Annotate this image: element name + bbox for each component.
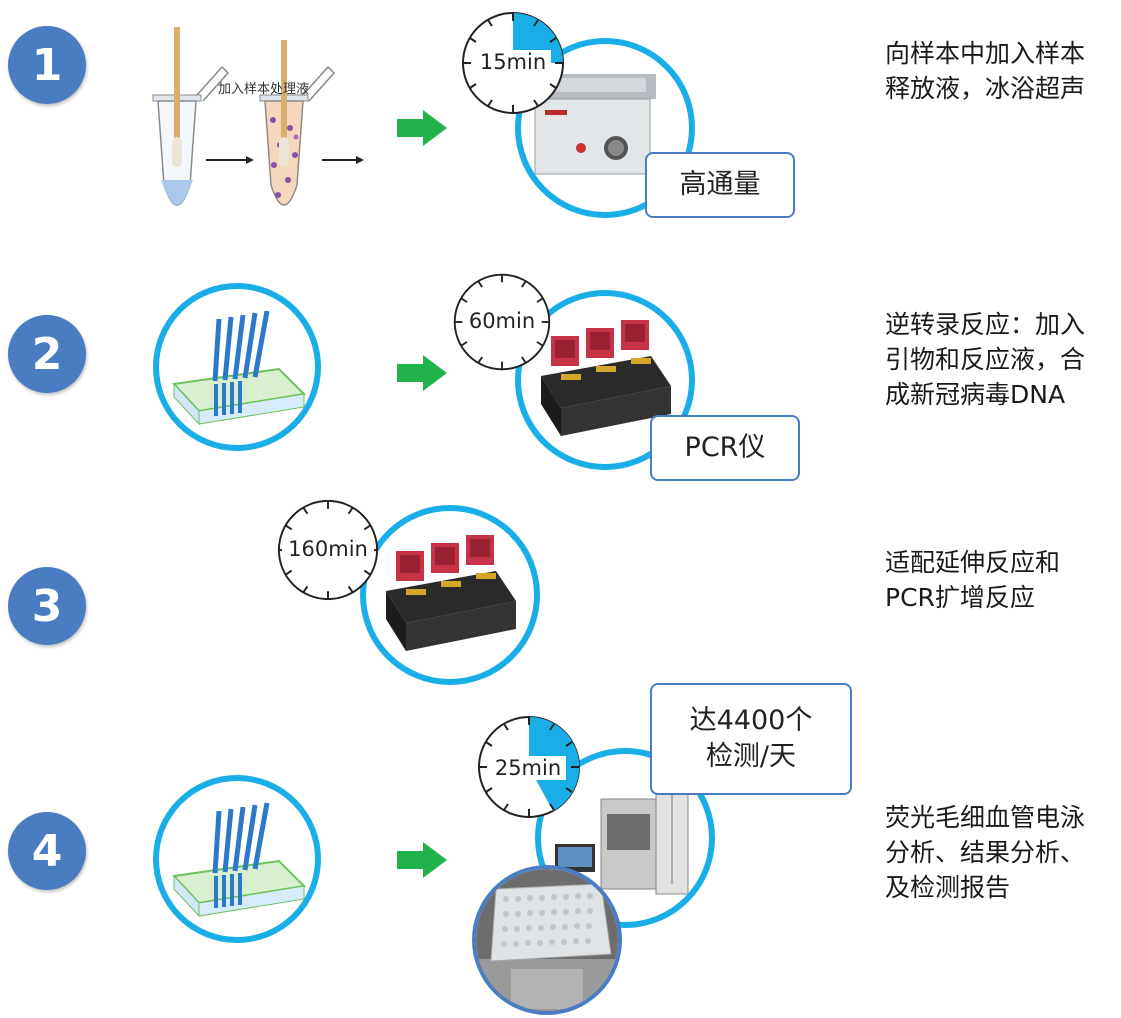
step-4-desc-line-3: 及检测报告 — [885, 873, 1011, 902]
step-2-desc-line-2: 引物和反应液，合 — [885, 345, 1086, 374]
well-plate-image-1 — [153, 283, 321, 451]
step-2-desc-line-1: 逆转录反应：加入 — [885, 310, 1086, 339]
timer-2-icon: 60min — [450, 270, 554, 374]
well-plate-image-2 — [153, 775, 321, 943]
step-2-badge: 2 — [8, 315, 86, 393]
callout-4-line-1: 达4400个 — [689, 705, 813, 736]
timer-2-label: 60min — [464, 309, 540, 333]
arrow-right-icon — [397, 355, 447, 391]
step-4-desc-line-2: 分析、结果分析、 — [885, 838, 1086, 867]
step-2-description: 逆转录反应：加入 引物和反应液，合 成新冠病毒DNA — [885, 307, 1085, 412]
step-4-number: 4 — [31, 825, 63, 877]
step-4-desc-line-1: 荧光毛细血管电泳 — [885, 803, 1086, 832]
timer-1-icon: 15min — [458, 8, 568, 118]
arrow-right-icon — [397, 842, 447, 878]
arrow-right-icon — [397, 110, 447, 146]
pcr-machine-image-2 — [360, 505, 540, 685]
tube-label: 加入样本处理液 — [218, 82, 310, 97]
timer-3-icon: 160min — [274, 496, 382, 604]
sample-tubes-illustration: 加入样本处理液 — [140, 25, 365, 230]
step-3-badge: 3 — [8, 567, 86, 645]
step-1-description: 向样本中加入样本 释放液，冰浴超声 — [885, 36, 1085, 106]
tube-2-icon — [259, 40, 336, 206]
step-1-number: 1 — [31, 39, 63, 91]
callout-4-line-2: 检测/天 — [705, 741, 797, 772]
step-3-desc-line-1: 适配延伸反应和 — [885, 548, 1061, 577]
step-4-badge: 4 — [8, 812, 86, 890]
plate-photo-image — [472, 865, 622, 1015]
timer-4-icon: 25min — [474, 712, 584, 822]
callout-daily-capacity: 达4400个 检测/天 — [650, 683, 852, 795]
timer-1-label: 15min — [475, 50, 551, 74]
step-3-description: 适配延伸反应和 PCR扩增反应 — [885, 545, 1060, 615]
step-3-desc-line-2: PCR扩增反应 — [885, 583, 1035, 612]
callout-2-text: PCR仪 — [684, 432, 766, 463]
step-1-badge: 1 — [8, 26, 86, 104]
tube-1-icon — [152, 27, 202, 206]
step-2-desc-line-3: 成新冠病毒DNA — [885, 380, 1066, 409]
step-2-number: 2 — [31, 328, 63, 380]
step-4-description: 荧光毛细血管电泳 分析、结果分析、 及检测报告 — [885, 800, 1085, 905]
timer-4-label: 25min — [490, 756, 566, 780]
callout-1-text: 高通量 — [679, 169, 761, 200]
callout-pcr-instrument: PCR仪 — [650, 415, 800, 481]
step-1-desc-line-2: 释放液，冰浴超声 — [885, 74, 1086, 103]
callout-high-throughput: 高通量 — [645, 152, 795, 218]
timer-3-label: 160min — [282, 537, 374, 561]
step-1-desc-line-1: 向样本中加入样本 — [885, 39, 1086, 68]
step-3-number: 3 — [31, 580, 63, 632]
